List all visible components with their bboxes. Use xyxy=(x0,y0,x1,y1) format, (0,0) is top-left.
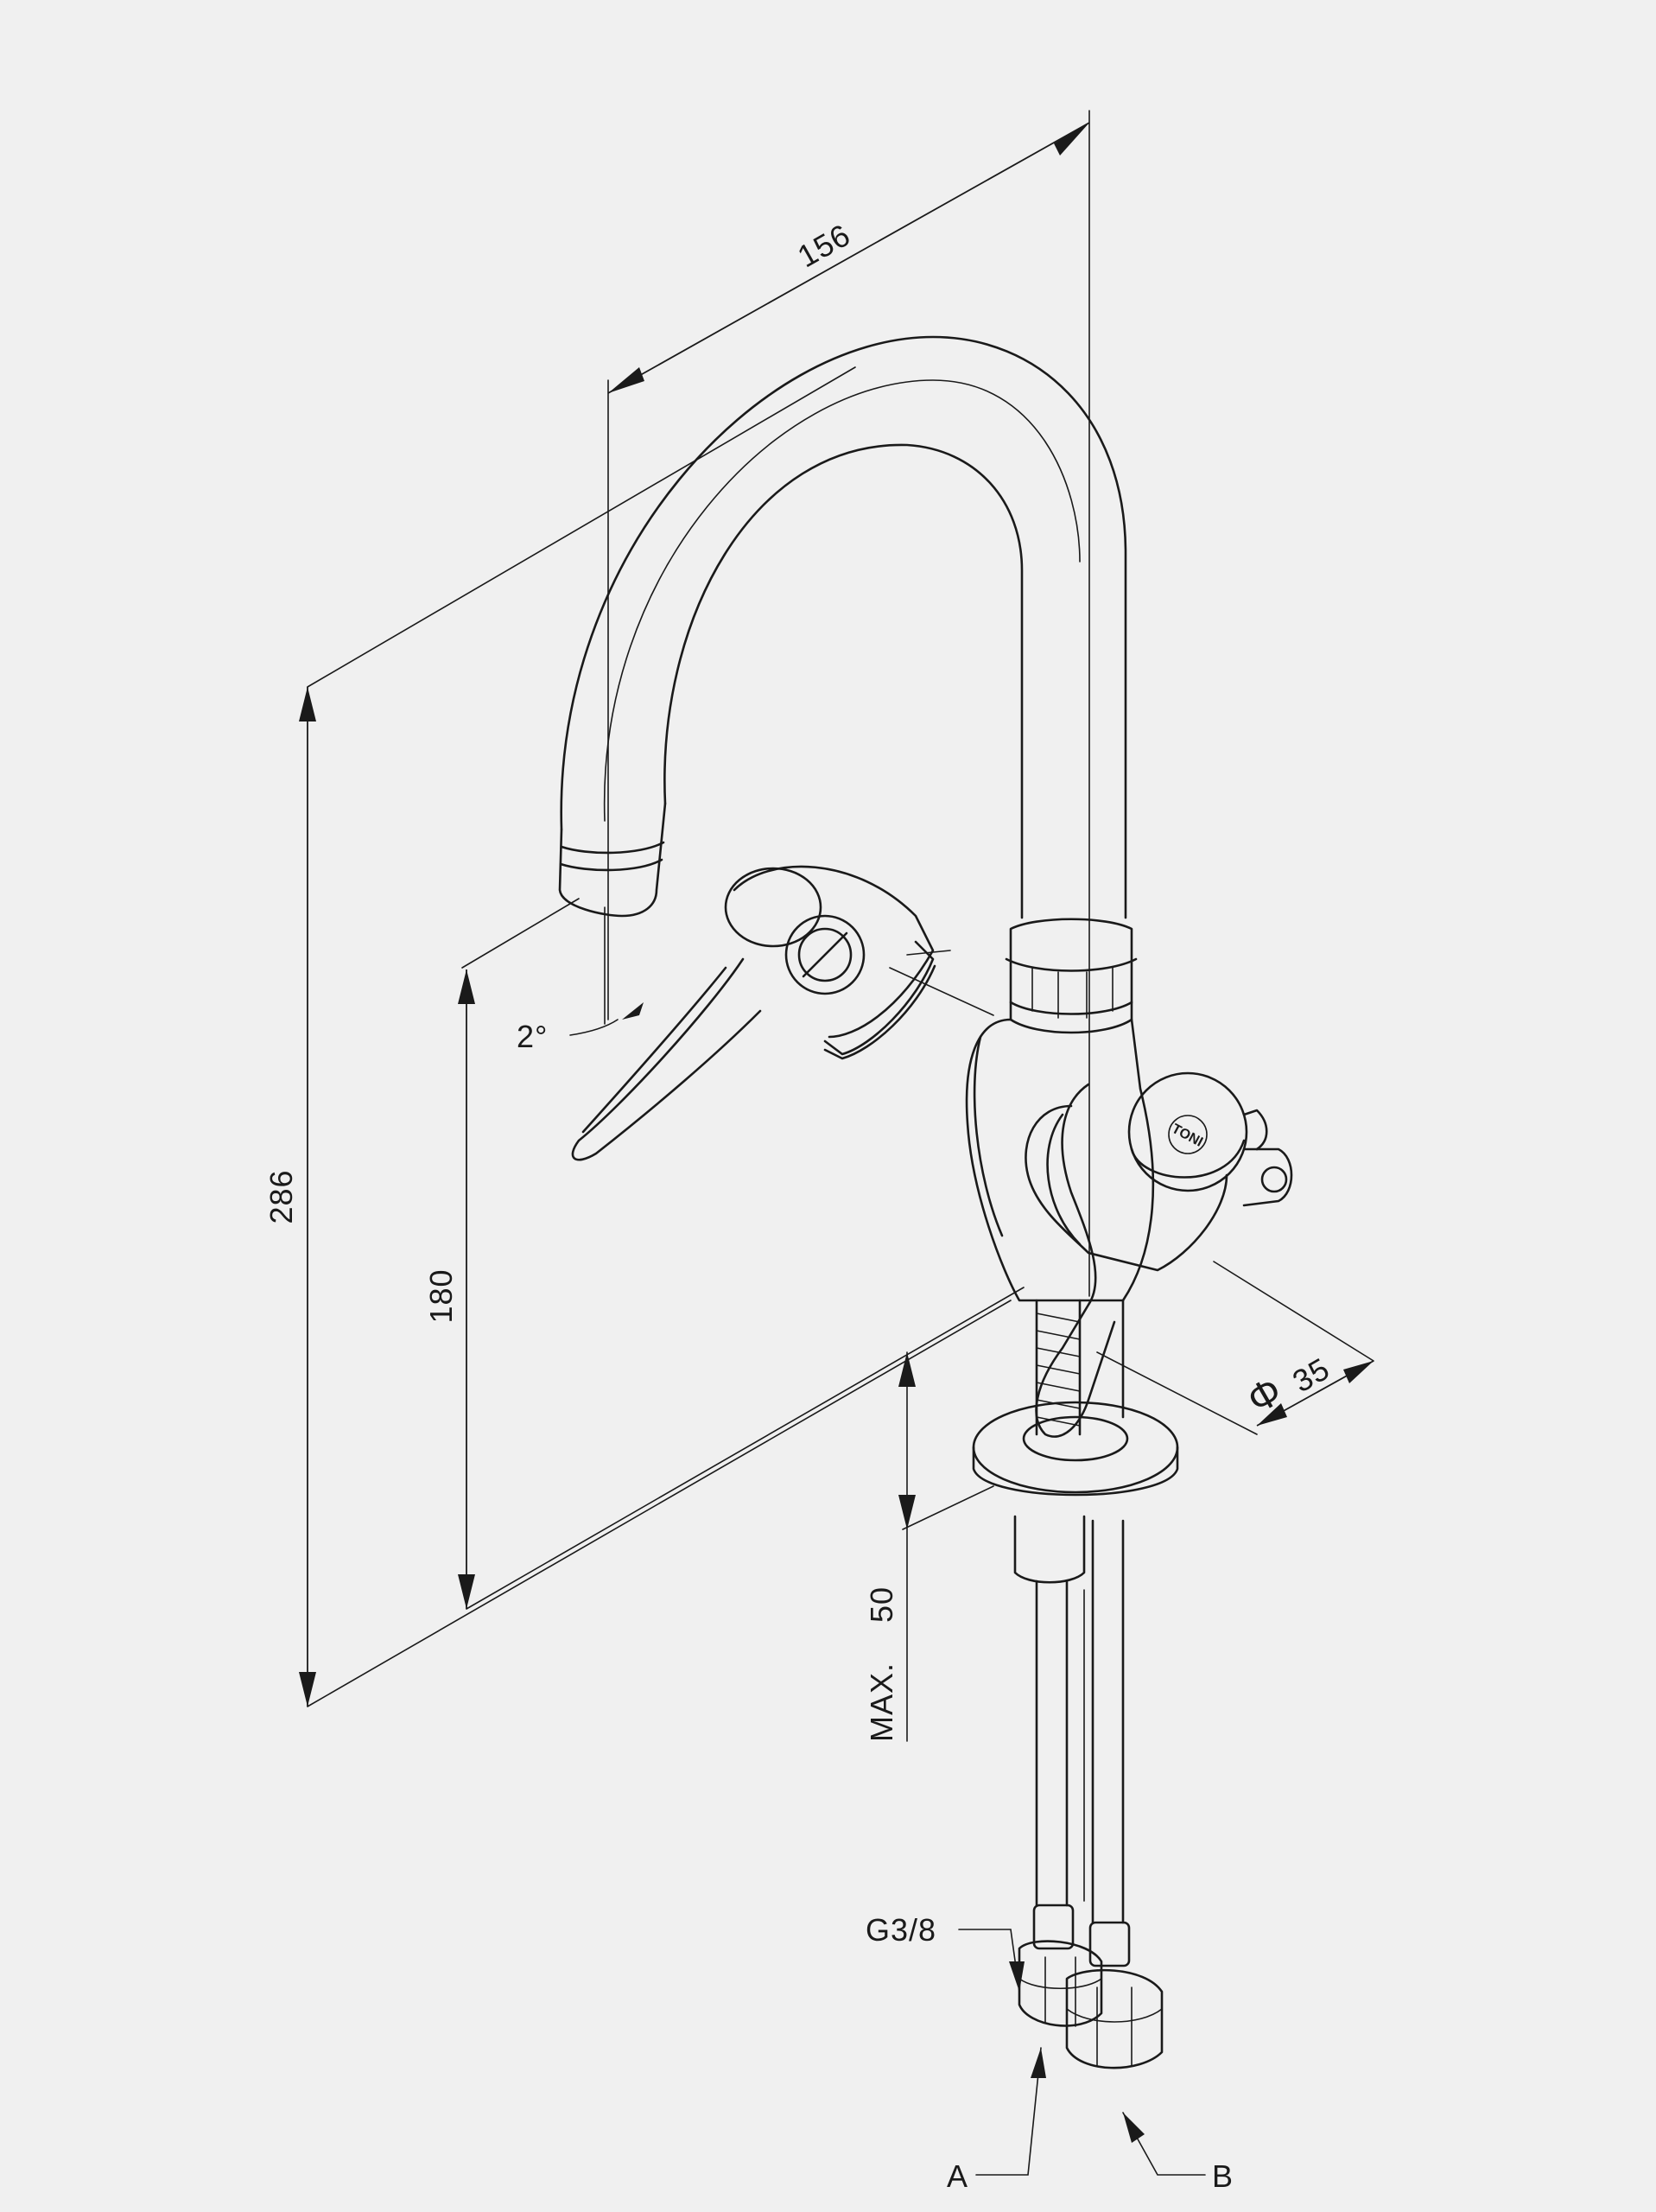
dim-deck-max-value: 50 xyxy=(864,1586,899,1623)
dim-body-diameter: 35 xyxy=(1286,1351,1336,1400)
dimension-lines xyxy=(299,110,1374,2176)
spout-centerline xyxy=(603,379,1081,822)
logo-badge xyxy=(1168,1115,1208,1154)
lower-adapter xyxy=(1013,1515,1086,1584)
dim-overall-height: 286 xyxy=(263,1169,299,1224)
deck-flange xyxy=(972,1401,1179,1497)
right-cartridge-cap xyxy=(1127,1071,1248,1192)
callout-thread: G3/8 xyxy=(866,1912,936,1948)
spout-outer xyxy=(560,335,1127,919)
dim-spout-height: 180 xyxy=(423,1268,459,1323)
hose-nut-a xyxy=(1018,1940,1103,2027)
dimension-labels: 156 286 180 MAX. 50 2° Φ 35 G3/8 A B xyxy=(263,217,1336,2194)
valve-body xyxy=(965,1018,1155,1302)
threaded-shank xyxy=(1035,1299,1125,1436)
dim-deck-max-prefix: MAX. xyxy=(864,1662,899,1742)
spout-inner xyxy=(663,443,1024,919)
callout-inlet-a: A xyxy=(947,2158,968,2194)
hose-nut-b xyxy=(1065,1968,1164,2069)
left-lever-handle xyxy=(571,865,936,1161)
spout-tip xyxy=(558,802,667,918)
upper-nut xyxy=(1009,918,1133,1034)
dim-spout-reach: 156 xyxy=(791,217,856,275)
callout-inlet-b: B xyxy=(1212,2158,1234,2194)
dim-spout-angle: 2° xyxy=(517,1019,548,1054)
flexible-hoses xyxy=(1032,1519,1131,1967)
logo-text: TONI xyxy=(1170,1122,1205,1150)
faucet-outline: TONI xyxy=(558,335,1293,2069)
